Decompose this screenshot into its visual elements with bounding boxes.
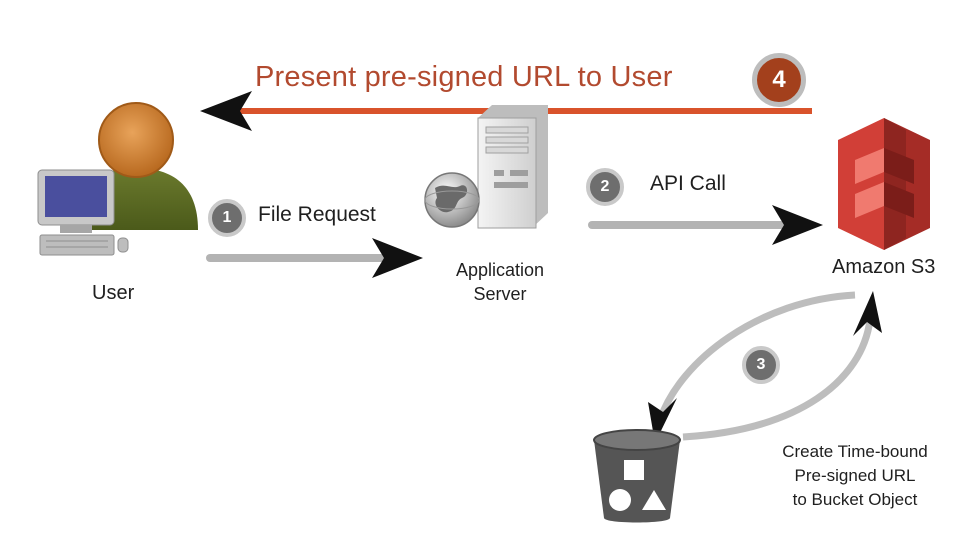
caption-line-3: to Bucket Object [792, 490, 918, 509]
caption-line-2: Pre-signed URL [794, 466, 916, 485]
bucket-caption: Create Time-bound Pre-signed URL to Buck… [750, 440, 960, 512]
file-request-arrow [206, 238, 423, 278]
step-1-badge: 1 [208, 199, 246, 237]
server-label-line-2: Server [473, 284, 527, 304]
bucket-icon [593, 429, 681, 523]
server-label: Application Server [430, 258, 570, 306]
caption-line-1: Create Time-bound [782, 442, 928, 461]
user-computer-icon [37, 102, 198, 256]
user-label: User [92, 282, 135, 304]
server-globe-icon [424, 105, 548, 229]
amazon-s3-label: Amazon S3 [832, 256, 936, 278]
step-4-badge: 4 [752, 53, 806, 107]
file-request-label: File Request [258, 203, 376, 226]
api-call-label: API Call [650, 172, 726, 195]
step-3-badge: 3 [742, 346, 780, 384]
api-call-arrow [588, 205, 823, 245]
present-url-label: Present pre-signed URL to User [255, 61, 673, 93]
amazon-s3-icon [838, 118, 930, 250]
server-label-line-1: Application [455, 260, 545, 280]
bucket-arrows [648, 291, 882, 443]
step-2-badge: 2 [586, 168, 624, 206]
